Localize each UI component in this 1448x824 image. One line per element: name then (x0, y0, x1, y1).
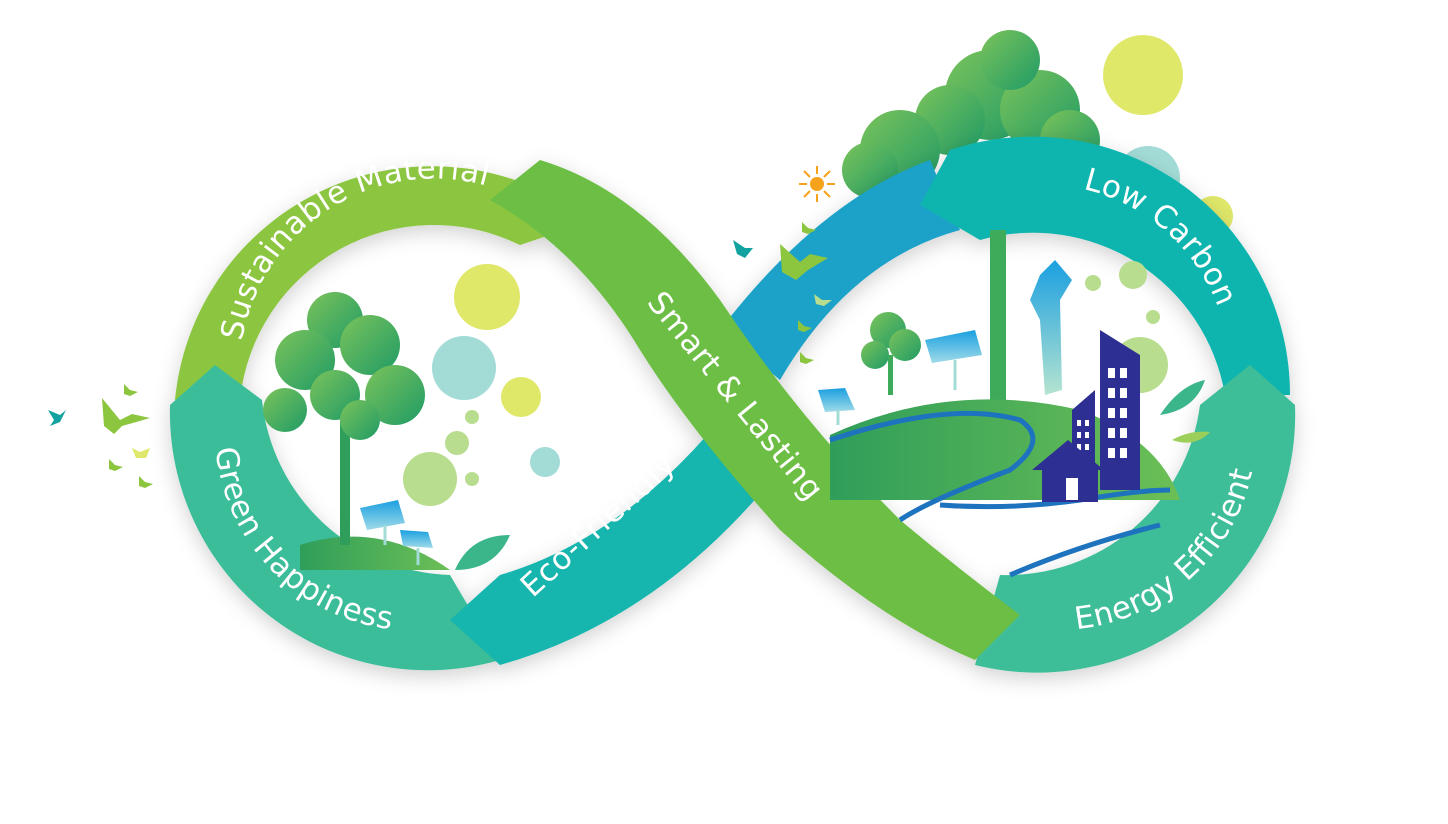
butterfly-icon (124, 384, 138, 396)
butterfly-icon (802, 222, 816, 234)
house-icon (1032, 440, 1104, 502)
infinity-loop (169, 136, 1296, 673)
band-energy-efficient (975, 365, 1296, 673)
leaf-icon (1160, 380, 1205, 415)
butterfly-icon (139, 476, 153, 488)
band-smart-lasting (490, 160, 1020, 660)
river (829, 410, 1036, 523)
band-low-carbon (920, 136, 1291, 396)
left-scene (263, 264, 560, 570)
butterfly-icon (109, 459, 123, 471)
right-scene (818, 230, 1210, 578)
band-eco-friendly (450, 420, 780, 665)
butterfly-icon (733, 240, 753, 258)
sun-icon (799, 166, 835, 202)
tree-icon (263, 292, 425, 545)
band-sustainable-material (175, 166, 565, 400)
bubble (1103, 35, 1183, 115)
butterflies-center (733, 222, 832, 364)
bubble (1085, 275, 1101, 291)
bubble (1119, 261, 1147, 289)
butterfly-icon (798, 320, 812, 332)
band-green-happiness (169, 365, 500, 671)
hill (300, 536, 450, 570)
solar-panel-icon (925, 330, 982, 390)
bubble (445, 431, 469, 455)
solar-panel-icon (400, 530, 433, 565)
butterfly-icon (48, 410, 66, 426)
butterfly-icon (102, 398, 150, 434)
bubble (530, 447, 560, 477)
butterfly-icon (814, 294, 832, 306)
butterfly-icon (780, 244, 828, 280)
butterfly-icon (800, 352, 814, 364)
tree-icon (861, 312, 921, 395)
leaf-icon (1172, 431, 1210, 443)
bubble (454, 264, 520, 330)
tree-trunk (990, 230, 1006, 410)
person-icon (1030, 260, 1072, 395)
river (1009, 522, 1161, 578)
bubble (465, 472, 479, 486)
butterflies-left (48, 384, 153, 488)
solar-panel-icon (818, 388, 855, 425)
bubble (465, 410, 479, 424)
bubble (1146, 310, 1160, 324)
leaf-icon (455, 535, 510, 570)
bubble (501, 377, 541, 417)
bubble (432, 336, 496, 400)
solar-panel-icon (360, 500, 405, 545)
bubble (403, 452, 457, 506)
band-connector (720, 160, 960, 380)
butterfly-icon (132, 448, 150, 458)
